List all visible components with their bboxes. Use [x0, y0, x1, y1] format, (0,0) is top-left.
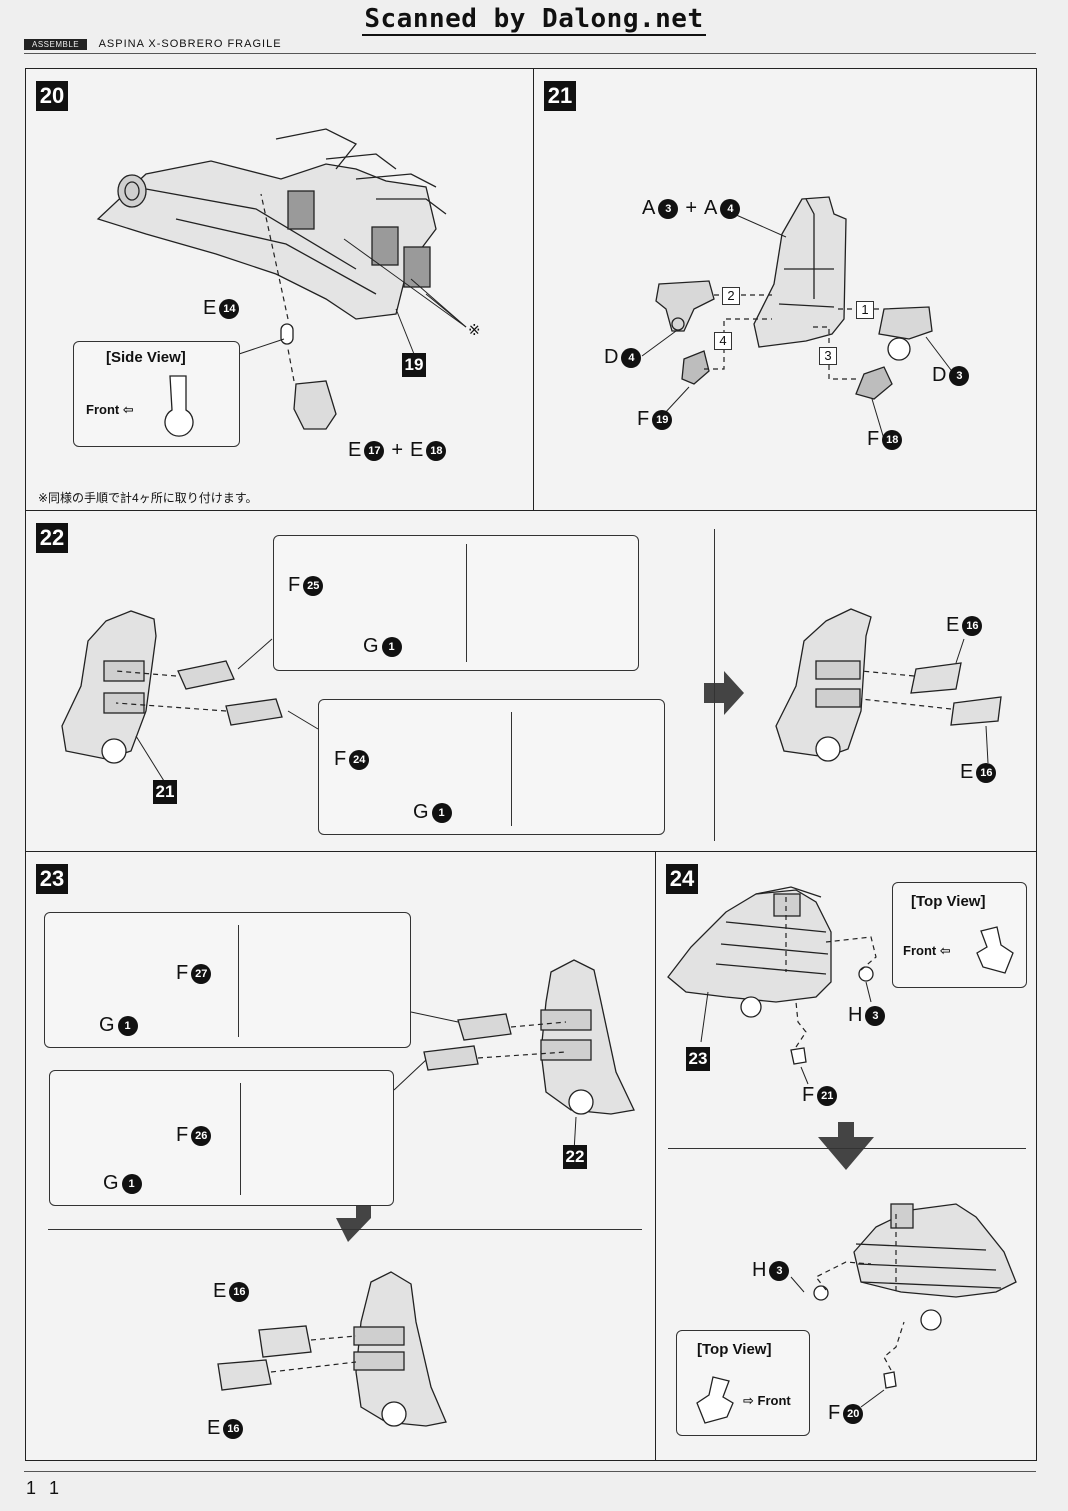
step-24-panel: 24	[655, 851, 1037, 1461]
step-number: 22	[36, 523, 68, 553]
top-view-title-a: [Top View]	[911, 893, 986, 910]
scan-banner: Scanned by Dalong.net	[362, 4, 706, 36]
step-20-note: ※同様の手順で計4ヶ所に取り付けます。	[38, 491, 258, 505]
step-number: 23	[36, 864, 68, 894]
ref-step-23: 23	[686, 1047, 710, 1071]
footer-rule	[24, 1471, 1036, 1472]
inset-box-f25	[273, 535, 639, 671]
asterisk-mark: ※	[468, 322, 481, 339]
order-3: 3	[819, 347, 837, 365]
step-number: 20	[36, 81, 68, 111]
arrow-left-icon: ⇦	[122, 402, 134, 417]
top-view-box-a: [Top View] Front ⇦	[892, 882, 1027, 988]
side-view-box: [Side View] Front ⇦	[73, 341, 240, 447]
assemble-tag: ASSEMBLE	[24, 38, 88, 50]
step-23-panel: 23	[25, 851, 656, 1461]
ref-step-21: 21	[153, 780, 177, 804]
front-label-b: ⇨ Front	[743, 1393, 791, 1408]
inset-box-f26	[49, 1070, 394, 1206]
top-view-title-b: [Top View]	[697, 1341, 772, 1358]
order-4: 4	[714, 332, 732, 350]
step-22-panel: 22	[25, 510, 1037, 852]
order-2: 2	[722, 287, 740, 305]
side-view-title: [Side View]	[106, 349, 186, 366]
step-number: 21	[544, 81, 576, 111]
model-title: ASPINA X-SOBRERO FRAGILE	[98, 38, 282, 50]
step-21-panel: 21	[533, 68, 1037, 511]
page-header: ASSEMBLE ASPINA X-SOBRERO FRAGILE	[24, 38, 1034, 52]
step-20-panel: 20	[25, 68, 534, 511]
order-1: 1	[856, 301, 874, 319]
hip-assembly-drawing	[641, 196, 955, 440]
front-label: Front ⇦	[86, 402, 134, 417]
ref-step-22: 22	[563, 1145, 587, 1169]
front-label-a: Front ⇦	[903, 943, 951, 958]
step-23-divider	[48, 1229, 642, 1230]
inset-box-f24	[318, 699, 665, 835]
arrow-left-icon: ⇦	[939, 943, 951, 958]
wing-assembly-drawing	[96, 128, 467, 430]
step-22-divider	[714, 529, 715, 841]
step-24-divider	[668, 1148, 1026, 1149]
page-number: 1 1	[26, 1478, 64, 1498]
arrow-right-icon: ⇨	[743, 1393, 754, 1408]
step-24-drawing	[667, 886, 1017, 1408]
step-number: 24	[666, 864, 698, 894]
inset-box-f27	[44, 912, 411, 1048]
peg-side-view-shape	[164, 375, 194, 437]
header-rule	[24, 53, 1036, 54]
top-view-box-b: [Top View] ⇨ Front	[676, 1330, 810, 1436]
ref-step-19: 19	[402, 353, 426, 377]
peg-top-view-shape-b	[696, 1376, 734, 1424]
peg-top-view-shape-a	[976, 926, 1014, 974]
